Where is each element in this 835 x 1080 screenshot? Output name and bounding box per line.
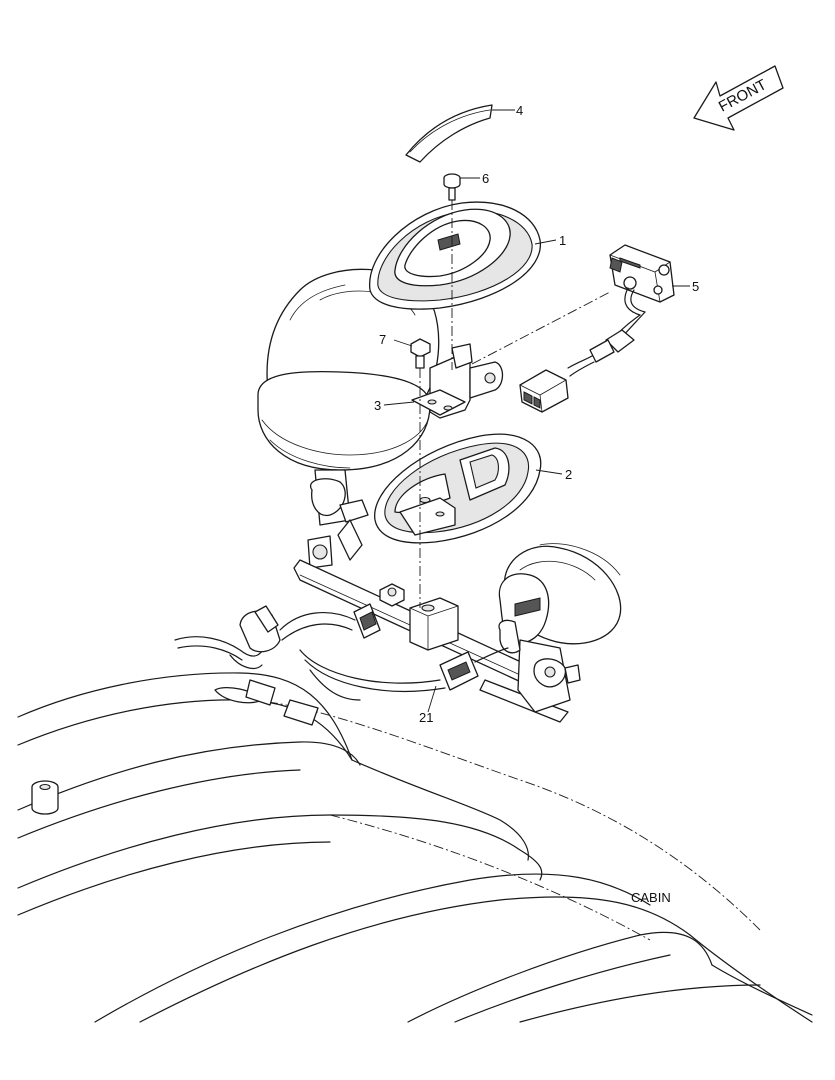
part-3-bracket <box>411 343 504 419</box>
wire-harness <box>174 603 509 701</box>
callout-4: 4 <box>516 103 523 118</box>
part-1-housing-cover <box>369 201 541 310</box>
callout-1: 1 <box>559 233 566 248</box>
front-arrow-icon: FRONT <box>693 65 784 131</box>
callout-2: 2 <box>565 467 572 482</box>
callout-5: 5 <box>692 279 699 294</box>
callout-21: 21 <box>419 710 433 725</box>
part-7-bolt <box>410 338 431 369</box>
alignment-axes <box>419 200 611 608</box>
callout-leaders <box>383 109 690 713</box>
callout-7: 7 <box>379 332 386 347</box>
part-2-base-gasket <box>374 433 542 544</box>
beacon-light <box>257 268 440 569</box>
work-lamp <box>498 543 622 713</box>
roof-bushing <box>31 780 59 815</box>
part-5-sensor-unit <box>519 244 675 413</box>
part-4-lens-strip <box>405 104 493 163</box>
part-6-screw <box>443 173 461 201</box>
cabin-label: CABIN <box>631 890 671 905</box>
mounting-bar <box>293 559 569 723</box>
callout-6: 6 <box>482 171 489 186</box>
callout-3: 3 <box>374 398 381 413</box>
cabin-roof <box>17 672 813 1023</box>
